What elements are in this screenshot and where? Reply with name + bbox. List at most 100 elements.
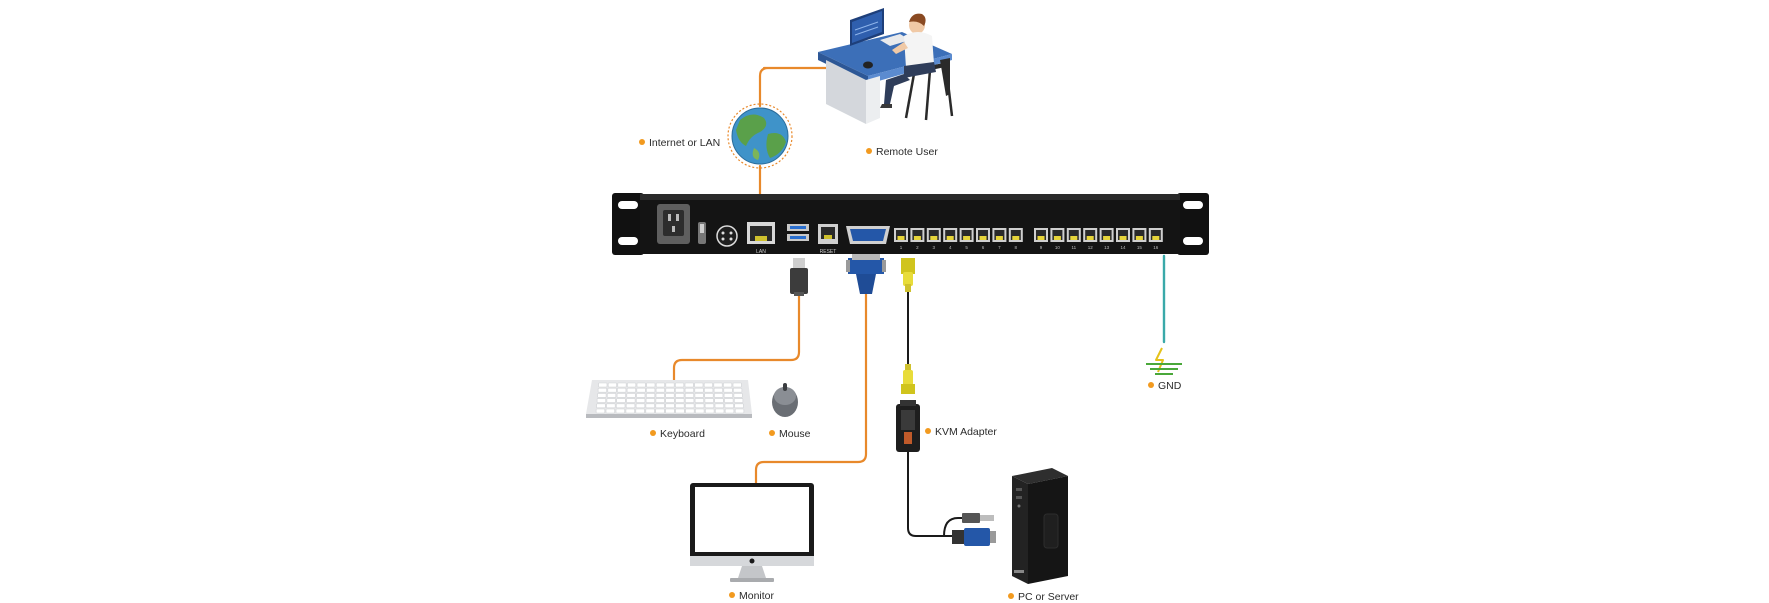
mouse-illustration xyxy=(772,383,798,417)
keyboard-key xyxy=(615,403,626,409)
keyboard-key xyxy=(665,398,675,403)
kvm-port-number: 1 xyxy=(900,245,903,250)
keyboard-key xyxy=(724,408,735,414)
keyboard-key xyxy=(732,382,742,388)
bullet-dot xyxy=(1148,382,1154,388)
adapter-usb-plug xyxy=(962,513,994,523)
bullet-dot xyxy=(639,139,645,145)
remote-user-text: Remote User xyxy=(876,146,938,158)
vga-plug xyxy=(846,254,886,294)
keyboard-key xyxy=(645,393,656,398)
keyboard-key xyxy=(733,387,743,393)
keyboard-key xyxy=(617,387,627,393)
monitor-label: Monitor xyxy=(729,590,774,602)
keyboard-key xyxy=(704,398,714,403)
kvm-port-9: 9 xyxy=(1034,228,1048,250)
monitor-cable xyxy=(754,292,868,486)
keyboard-key xyxy=(636,382,646,388)
keyboard-key xyxy=(714,398,724,403)
keyboard-key xyxy=(607,387,617,393)
kvm-port-15: 15 xyxy=(1132,228,1147,250)
kvm-port-5: 5 xyxy=(959,228,974,250)
keyboard-key xyxy=(606,398,616,403)
kvm-port-12: 12 xyxy=(1083,228,1098,250)
keyboard-key xyxy=(655,408,665,414)
keyboard-key xyxy=(685,408,695,414)
keyboard-key xyxy=(734,408,745,414)
keyboard-key xyxy=(714,403,724,409)
bullet-dot xyxy=(650,430,656,436)
keyboard-key xyxy=(694,393,704,398)
lan-port-label: LAN xyxy=(756,249,766,255)
keyboard-key xyxy=(733,393,743,398)
pc-tower-illustration xyxy=(1012,468,1068,584)
keyboard-key xyxy=(724,398,734,403)
cables xyxy=(672,66,1166,537)
keyboard-key xyxy=(595,408,606,414)
kvm-port-16: 16 xyxy=(1148,228,1163,250)
monitor-illustration xyxy=(690,483,814,582)
keyboard-key xyxy=(598,382,608,388)
keyboard-key xyxy=(645,408,655,414)
pc-or-server-label: PC or Server xyxy=(1008,591,1079,603)
keyboard-key xyxy=(684,387,694,393)
kvm-adapter-device xyxy=(896,400,920,452)
bullet-dot xyxy=(925,428,931,434)
keyboard-key xyxy=(616,393,626,398)
kvm-port-14: 14 xyxy=(1116,228,1130,250)
kvm-port-number: 14 xyxy=(1120,245,1126,250)
mouse-text: Mouse xyxy=(779,428,811,440)
keyboard-key xyxy=(646,382,656,388)
keyboard-key xyxy=(675,403,685,409)
keyboard-key xyxy=(684,382,694,388)
remote-user-illustration xyxy=(818,8,954,124)
keyboard-key xyxy=(694,398,704,403)
kvm-port-number: 5 xyxy=(965,245,968,250)
kvm-port-number: 12 xyxy=(1088,245,1094,250)
keyboard-key xyxy=(626,387,636,393)
bullet-dot xyxy=(866,148,872,154)
reset-port-label: RESET xyxy=(820,249,837,255)
keyboard-key xyxy=(607,382,617,388)
keyboard-key xyxy=(723,393,733,398)
ground-symbol-icon xyxy=(1146,347,1182,375)
keyboard-key xyxy=(684,398,695,403)
keyboard-key xyxy=(615,408,625,414)
kvm-port-number: 7 xyxy=(998,245,1001,250)
gnd-text: GND xyxy=(1158,380,1182,392)
kvm-port-13: 13 xyxy=(1099,228,1114,250)
keyboard-key xyxy=(636,387,646,393)
kvm-port-number: 6 xyxy=(982,245,985,250)
keyboard-key xyxy=(705,408,715,414)
keyboard-key xyxy=(703,382,713,388)
pc-or-server-text: PC or Server xyxy=(1018,591,1079,603)
keyboard-key xyxy=(655,387,665,393)
keyboard-key xyxy=(625,408,635,414)
keyboard-key xyxy=(635,398,646,403)
keyboard-key xyxy=(606,393,617,398)
keyboard-key xyxy=(665,393,675,398)
mouse-label: Mouse xyxy=(769,428,811,440)
keyboard-key xyxy=(675,382,685,388)
gnd-label: GND xyxy=(1148,380,1181,392)
keyboard-text: Keyboard xyxy=(660,428,705,440)
keyboard-key xyxy=(626,393,636,398)
keyboard-key xyxy=(617,382,627,388)
kvm-port-11: 11 xyxy=(1066,228,1081,250)
keyboard-key xyxy=(695,408,705,414)
keyboard-key xyxy=(655,398,665,403)
keyboard-key xyxy=(616,398,626,403)
keyboard-key xyxy=(675,387,685,393)
keyboard-key xyxy=(694,387,704,393)
keyboard-key xyxy=(714,393,724,398)
keyboard-key xyxy=(645,398,655,403)
kvm-port-number: 9 xyxy=(1040,245,1043,250)
kvm-port-3: 3 xyxy=(926,228,941,250)
keyboard-key xyxy=(665,387,675,393)
keyboard-key xyxy=(596,398,606,403)
keyboard-key xyxy=(723,387,733,393)
kvm-adapter-text: KVM Adapter xyxy=(935,426,997,438)
keyboard-key xyxy=(625,403,636,409)
